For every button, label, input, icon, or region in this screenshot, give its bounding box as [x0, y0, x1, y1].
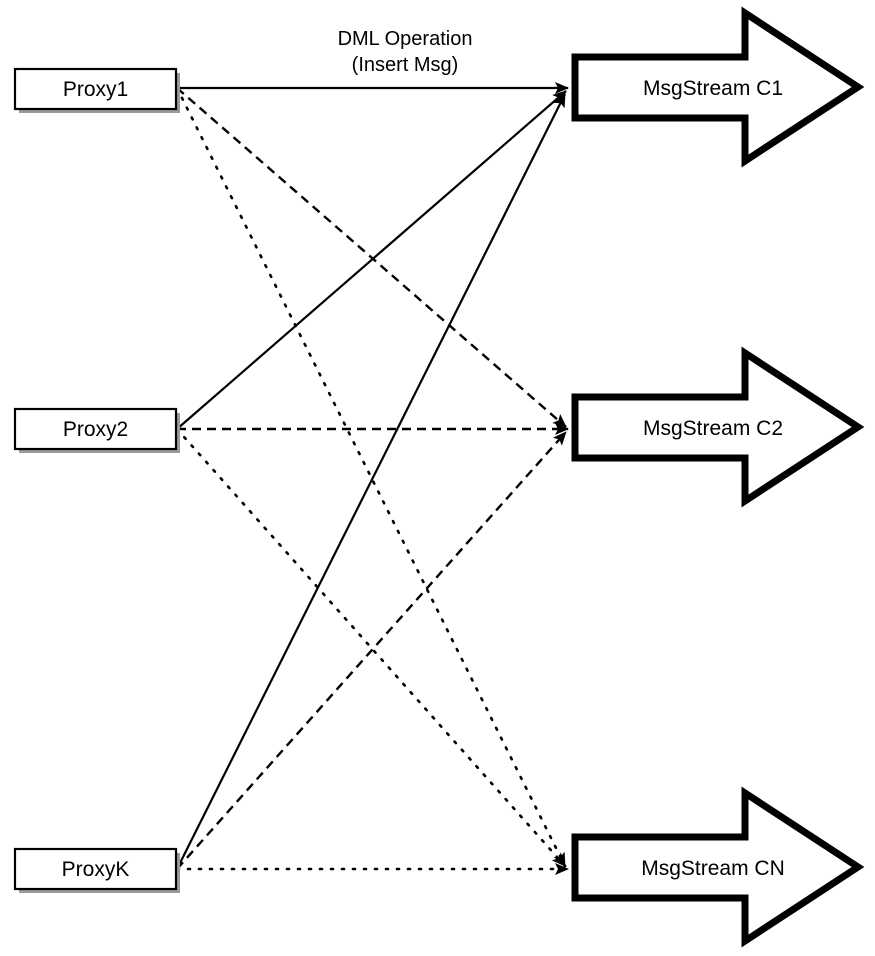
node-proxy2[interactable]: Proxy2 [13, 407, 180, 453]
node-proxy2-label: Proxy2 [63, 418, 128, 441]
node-stream-c1-label: MsgStream C1 [643, 77, 783, 100]
edge-caption: DML Operation (Insert Msg) [338, 28, 473, 76]
connection-edges [175, 82, 570, 875]
node-proxyk-label: ProxyK [62, 858, 130, 881]
edge-proxyk-to-stream-c2[interactable] [176, 431, 567, 870]
node-stream-c2-label: MsgStream C2 [643, 417, 783, 440]
node-stream-cn-arrow-shape[interactable] [571, 786, 865, 948]
node-proxy1-label: Proxy1 [63, 78, 128, 101]
edge-proxyk-to-stream-c1[interactable] [176, 93, 566, 870]
node-stream-cn-label: MsgStream CN [641, 857, 785, 880]
node-proxy1[interactable]: Proxy1 [13, 67, 180, 113]
edge-proxy2-to-stream-cn[interactable] [175, 427, 567, 868]
node-stream-cn[interactable]: MsgStream CN [571, 786, 865, 948]
edge-proxy1-to-stream-c2[interactable] [176, 87, 567, 428]
edge-caption-line1: DML Operation [338, 28, 473, 50]
proxy-nodes: Proxy1 Proxy2 ProxyK [13, 67, 180, 893]
node-proxy2-rect[interactable] [13, 407, 178, 451]
node-stream-c1-arrow-shape[interactable] [571, 6, 865, 168]
edge-proxy1-to-stream-cn[interactable] [175, 86, 567, 868]
msgstream-nodes: MsgStream C1 MsgStream C2 MsgStream CN [571, 6, 865, 948]
node-stream-c1[interactable]: MsgStream C1 [571, 6, 865, 168]
edge-proxy2-to-stream-c1[interactable] [176, 90, 567, 430]
node-stream-c2[interactable]: MsgStream C2 [571, 346, 865, 508]
node-proxyk[interactable]: ProxyK [13, 847, 180, 893]
edge-caption-line2: (Insert Msg) [352, 54, 459, 76]
node-proxyk-rect[interactable] [13, 847, 178, 891]
node-stream-c2-arrow-shape[interactable] [571, 346, 865, 508]
node-proxy1-rect[interactable] [13, 67, 178, 111]
